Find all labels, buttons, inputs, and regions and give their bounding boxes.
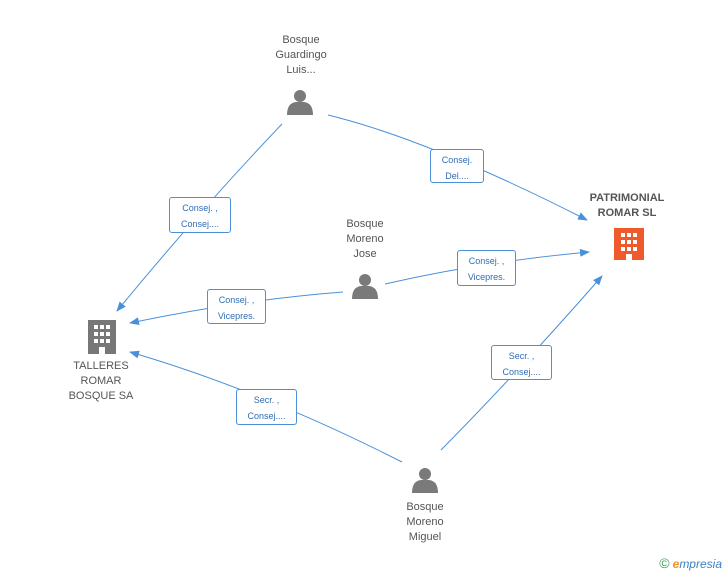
relation-label: Secr. , Consej.... [236, 389, 297, 425]
building-icon[interactable] [614, 228, 644, 260]
copyright-symbol: © [659, 555, 670, 571]
person-icon[interactable] [412, 468, 438, 493]
building-icon[interactable] [88, 320, 116, 354]
node-label-moreno-miguel[interactable]: Bosque Moreno Miguel [406, 501, 444, 543]
relation-label: Consej. , Vicepres. [207, 289, 266, 324]
person-icon[interactable] [352, 274, 378, 299]
relation-label: Consej. , Vicepres. [457, 250, 516, 286]
person-icon[interactable] [287, 90, 313, 115]
node-label-guardingo[interactable]: Bosque Guardingo Luis... [275, 34, 327, 76]
relation-label: Secr. , Consej.... [491, 345, 552, 380]
relation-label: Consej. Del.... [430, 149, 484, 183]
node-label-moreno-jose[interactable]: Bosque Moreno Jose [346, 218, 384, 260]
node-label-patrimonial[interactable]: PATRIMONIAL ROMAR SL [589, 192, 665, 219]
node-label-talleres[interactable]: TALLERES ROMAR BOSQUE SA [68, 360, 134, 402]
relation-label: Consej. , Consej.... [169, 197, 231, 233]
brand-watermark: ©empresia [659, 555, 722, 571]
